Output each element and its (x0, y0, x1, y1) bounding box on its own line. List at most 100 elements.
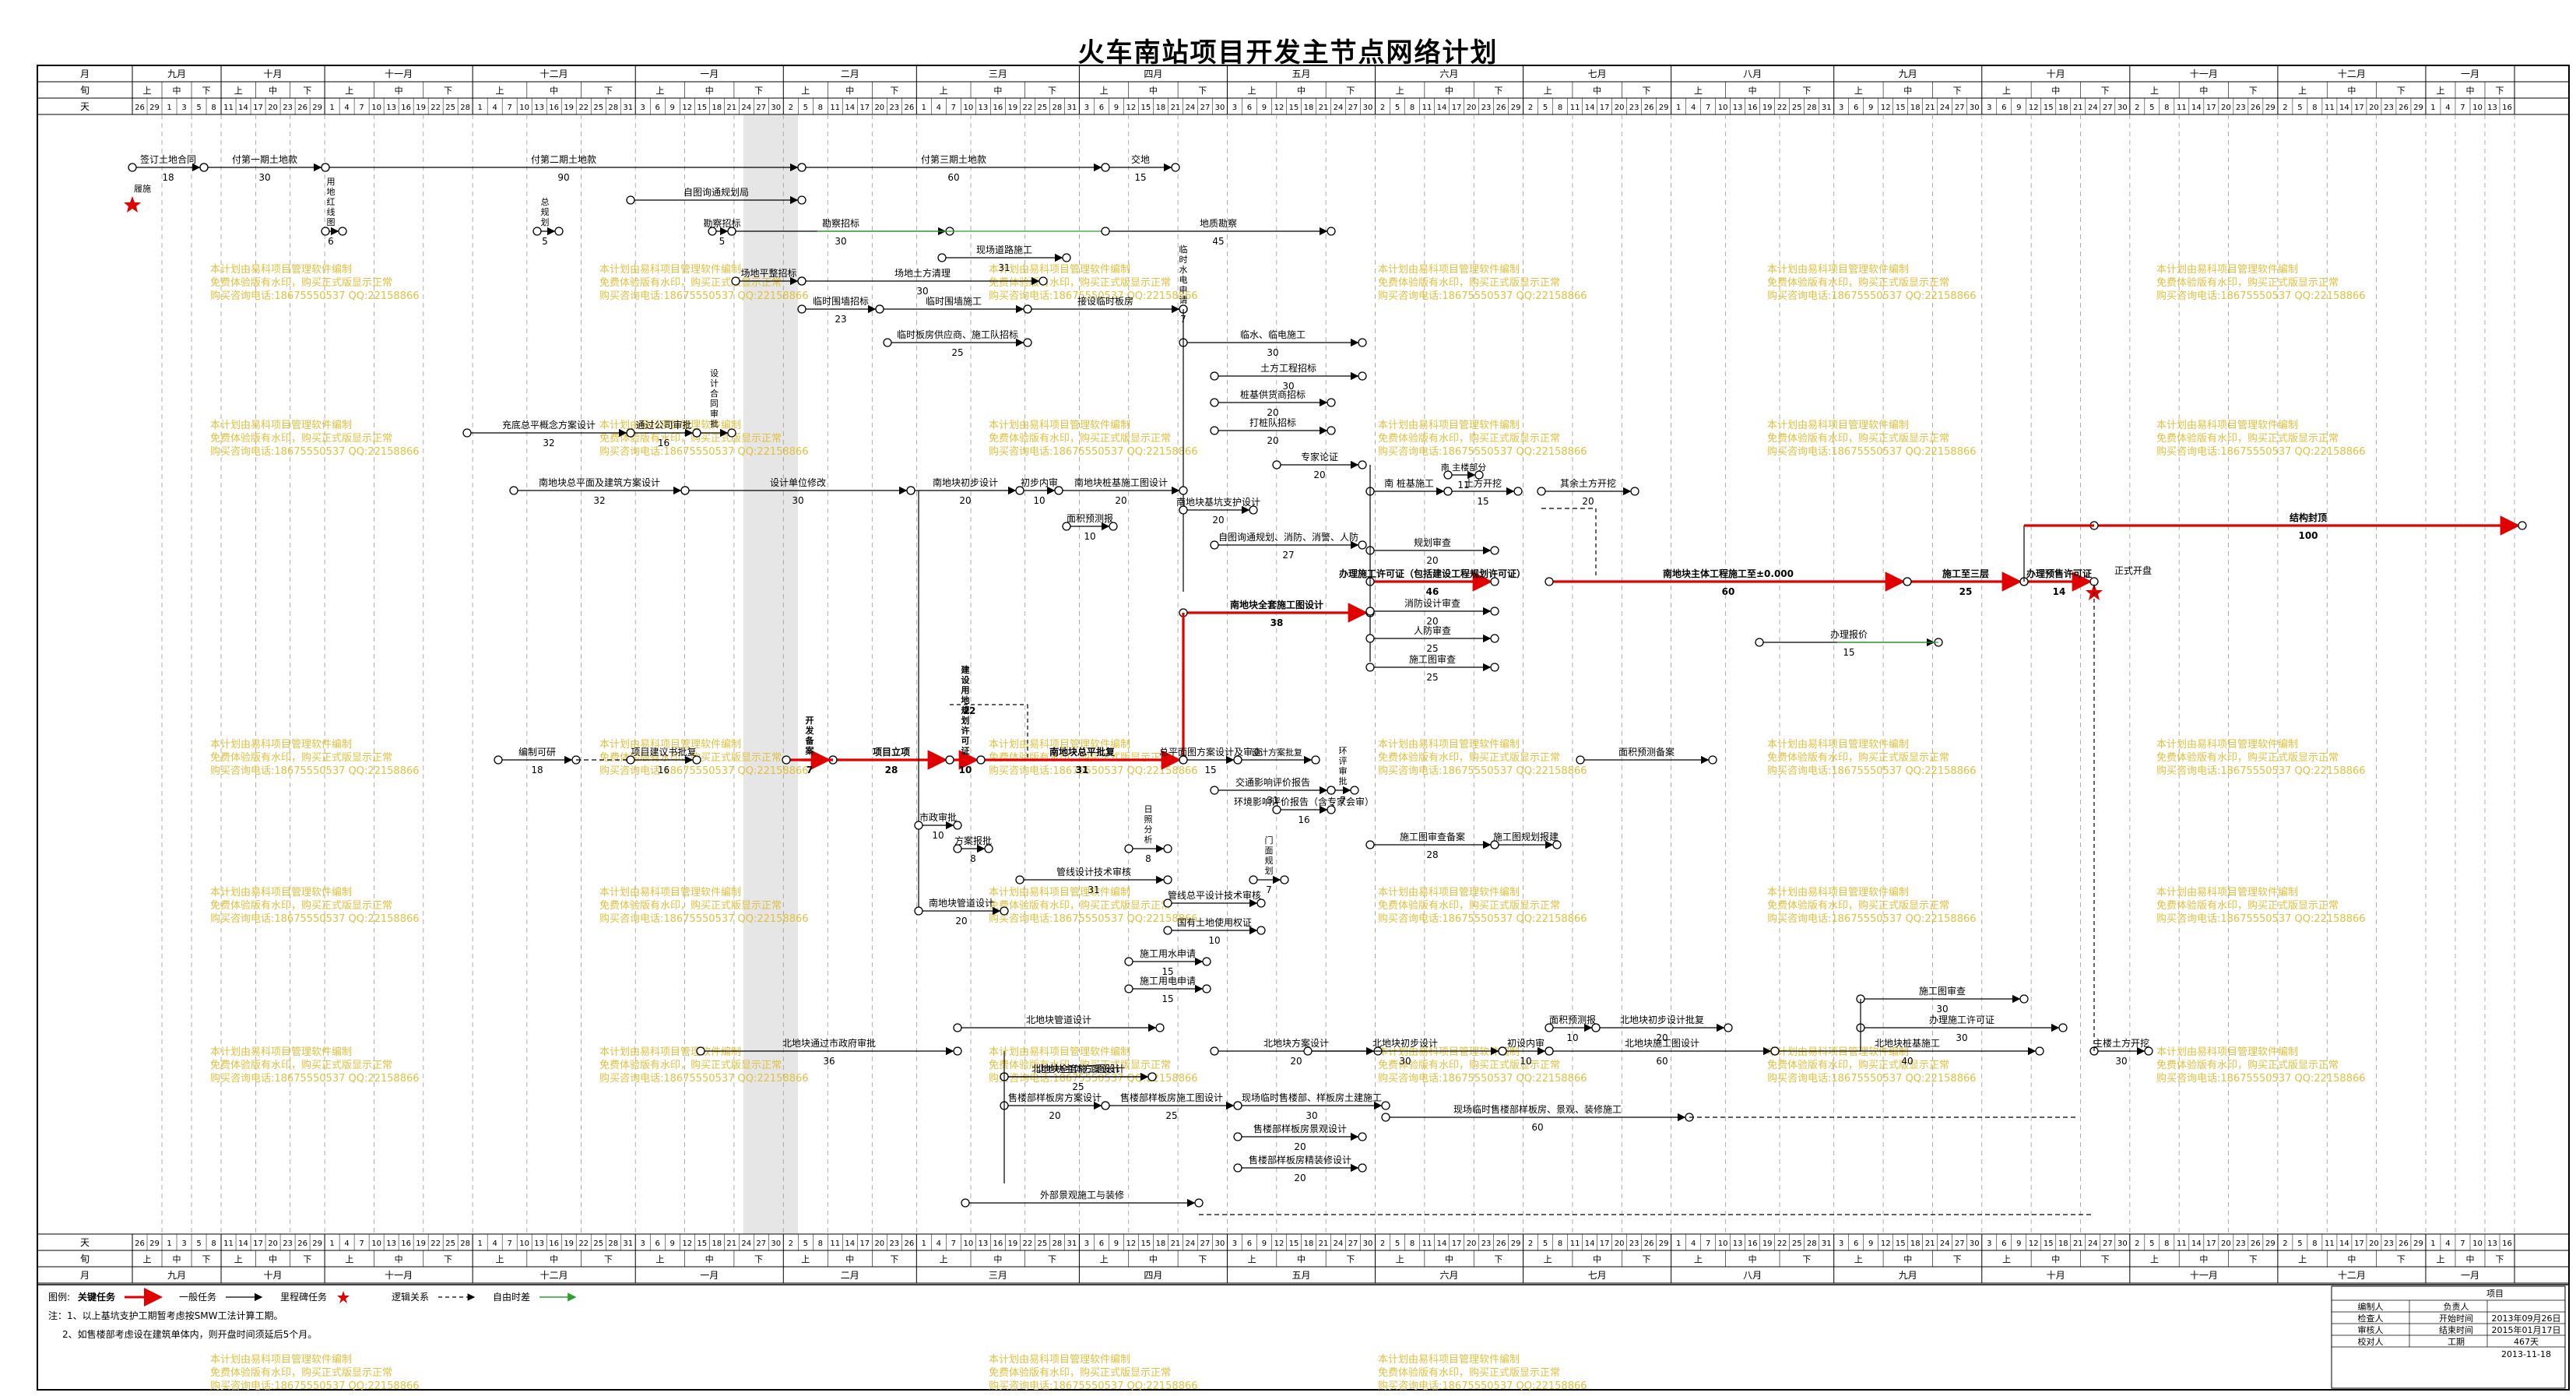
day-label: 23 (2236, 1240, 2246, 1248)
watermark-text: 本计划由易科项目管理软件编制 (599, 420, 741, 431)
day-label: 21 (2073, 104, 2083, 112)
event-node (976, 755, 986, 765)
day-label: 27 (1200, 104, 1211, 112)
event-node (1210, 371, 1219, 381)
event-node (462, 428, 472, 438)
svg-text:照: 照 (1144, 814, 1153, 825)
day-label: 1 (922, 104, 926, 112)
day-label: 1 (477, 1240, 482, 1248)
task-duration: 15 (1477, 496, 1488, 507)
day-label: 10 (963, 1240, 973, 1248)
month-label: 十月 (264, 69, 283, 79)
day-label: 1 (167, 1240, 171, 1248)
event-node (1163, 875, 1172, 884)
info-cell: 2013年09月26日 (2492, 1313, 2561, 1324)
day-label: 3 (1232, 104, 1237, 112)
task-duration: 20 (1313, 469, 1325, 480)
event-node (1210, 426, 1219, 435)
day-label: 3 (1987, 104, 1991, 112)
day-label: 20 (1615, 104, 1625, 112)
day-label: 9 (1114, 1240, 1119, 1248)
period-label: 中 (395, 86, 403, 96)
task-name: 北地块主体方案设计 (1036, 1063, 1120, 1074)
period-label: 中 (550, 1254, 558, 1264)
task-duration: 25 (1426, 643, 1438, 654)
task-duration: 30 (1282, 381, 1294, 392)
task-name: 项目立项 (873, 746, 910, 758)
period-label: 上 (143, 1254, 152, 1264)
day-label: 14 (1437, 104, 1447, 112)
day-label: 3 (1084, 1240, 1089, 1248)
task-duration: 30 (1399, 1056, 1411, 1067)
svg-text:审: 审 (710, 408, 719, 419)
task-name: 外部景观施工与装修 (1040, 1189, 1124, 1201)
day-label: 15 (1896, 1240, 1906, 1248)
day-label: 26 (297, 1240, 308, 1248)
row-label-month: 月 (80, 1270, 90, 1281)
day-label: 2 (2135, 104, 2139, 112)
day-label: 18 (2058, 1240, 2068, 1248)
svg-text:析: 析 (1144, 834, 1153, 845)
day-label: 11 (2177, 104, 2187, 112)
day-label: 28 (1053, 1240, 1063, 1248)
day-label: 11 (2177, 1240, 2187, 1248)
svg-text:请: 请 (1179, 295, 1188, 305)
period-label: 中 (705, 1254, 714, 1264)
day-label: 16 (993, 1240, 1003, 1248)
task-duration: 20 (1049, 1110, 1060, 1121)
month-label: 十一月 (2190, 1270, 2218, 1281)
event-node (532, 227, 542, 236)
day-label: 29 (149, 104, 160, 112)
day-label: 18 (1910, 104, 1921, 112)
event-node (1903, 577, 1912, 586)
day-label: 10 (1718, 1240, 1728, 1248)
info-cell: 工期 (2448, 1337, 2465, 1347)
task-duration: 27 (1282, 550, 1294, 561)
period-label: 下 (2249, 1254, 2258, 1264)
period-label: 中 (269, 1254, 277, 1264)
watermark-text: 购买咨询电话:18675550537 QQ:22158866 (1767, 1072, 1977, 1085)
svg-text:同: 同 (710, 399, 719, 409)
event-node (1358, 338, 1367, 347)
month-label: 四月 (1144, 69, 1162, 79)
event-node (1474, 470, 1484, 480)
watermark-text: 本计划由易科项目管理软件编制 (210, 887, 352, 898)
day-label: 4 (1691, 104, 1696, 112)
watermark-text: 购买咨询电话:18675550537 QQ:22158866 (210, 1380, 420, 1392)
event-node (1179, 486, 1188, 495)
day-label: 19 (1762, 104, 1773, 112)
day-label: 7 (951, 104, 956, 112)
task-duration: 46 (1426, 586, 1439, 597)
day-label: 11 (223, 104, 234, 112)
task-name-vertical: 总规划 (541, 196, 550, 227)
event-node (1202, 957, 1211, 966)
day-label: 15 (1141, 1240, 1151, 1248)
day-label: 7 (507, 104, 511, 112)
month-label: 九月 (1899, 69, 1917, 79)
task-duration: 60 (947, 172, 959, 183)
event-node (1755, 638, 1764, 647)
day-label: 17 (1600, 1240, 1610, 1248)
task-name: 地质勘察 (1200, 218, 1237, 229)
period-label: 中 (1903, 1254, 1912, 1264)
day-label: 25 (593, 104, 603, 112)
task-duration: 14 (2053, 586, 2066, 597)
event-node (1171, 163, 1180, 172)
watermark-text: 免费体验版有水印，购买正式版显示正常 (599, 899, 782, 912)
event-node (1233, 1132, 1242, 1141)
svg-text:地: 地 (961, 694, 970, 705)
day-label: 20 (874, 1240, 884, 1248)
event-node (1272, 460, 1281, 469)
task-duration: 15 (1204, 765, 1216, 775)
info-cell: 结束时间 (2439, 1325, 2473, 1335)
day-label: 12 (682, 104, 692, 112)
day-label: 28 (1807, 1240, 1817, 1248)
event-node (1513, 487, 1523, 496)
day-label: 10 (519, 104, 529, 112)
period-label: 上 (345, 1254, 353, 1264)
day-label: 19 (564, 1240, 574, 1248)
task-duration: 30 (1936, 1004, 1948, 1014)
day-label: 2 (1380, 1240, 1385, 1248)
task-duration: 15 (1161, 966, 1173, 977)
day-label: 20 (2369, 104, 2379, 112)
